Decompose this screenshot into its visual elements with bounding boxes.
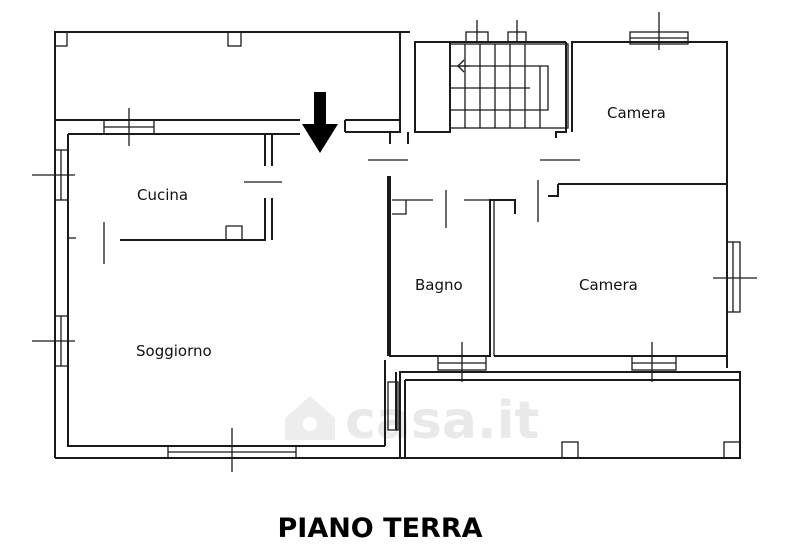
staircase (449, 43, 569, 129)
room-label-bagno: Bagno (415, 276, 463, 294)
room-label-soggiorno: Soggiorno (136, 342, 212, 360)
watermark-text: casa.it (345, 391, 539, 451)
house-icon (285, 396, 335, 440)
room-label-camera-1: Camera (607, 104, 666, 122)
windows (32, 12, 757, 472)
room-label-camera-2: Camera (579, 276, 638, 294)
arrow-down-icon (302, 92, 338, 153)
pillars (54, 31, 741, 459)
watermark: casa.it (285, 391, 539, 451)
interior-walls (68, 42, 727, 446)
room-label-cucina: Cucina (137, 186, 188, 204)
floor-title: PIANO TERRA (277, 513, 482, 544)
